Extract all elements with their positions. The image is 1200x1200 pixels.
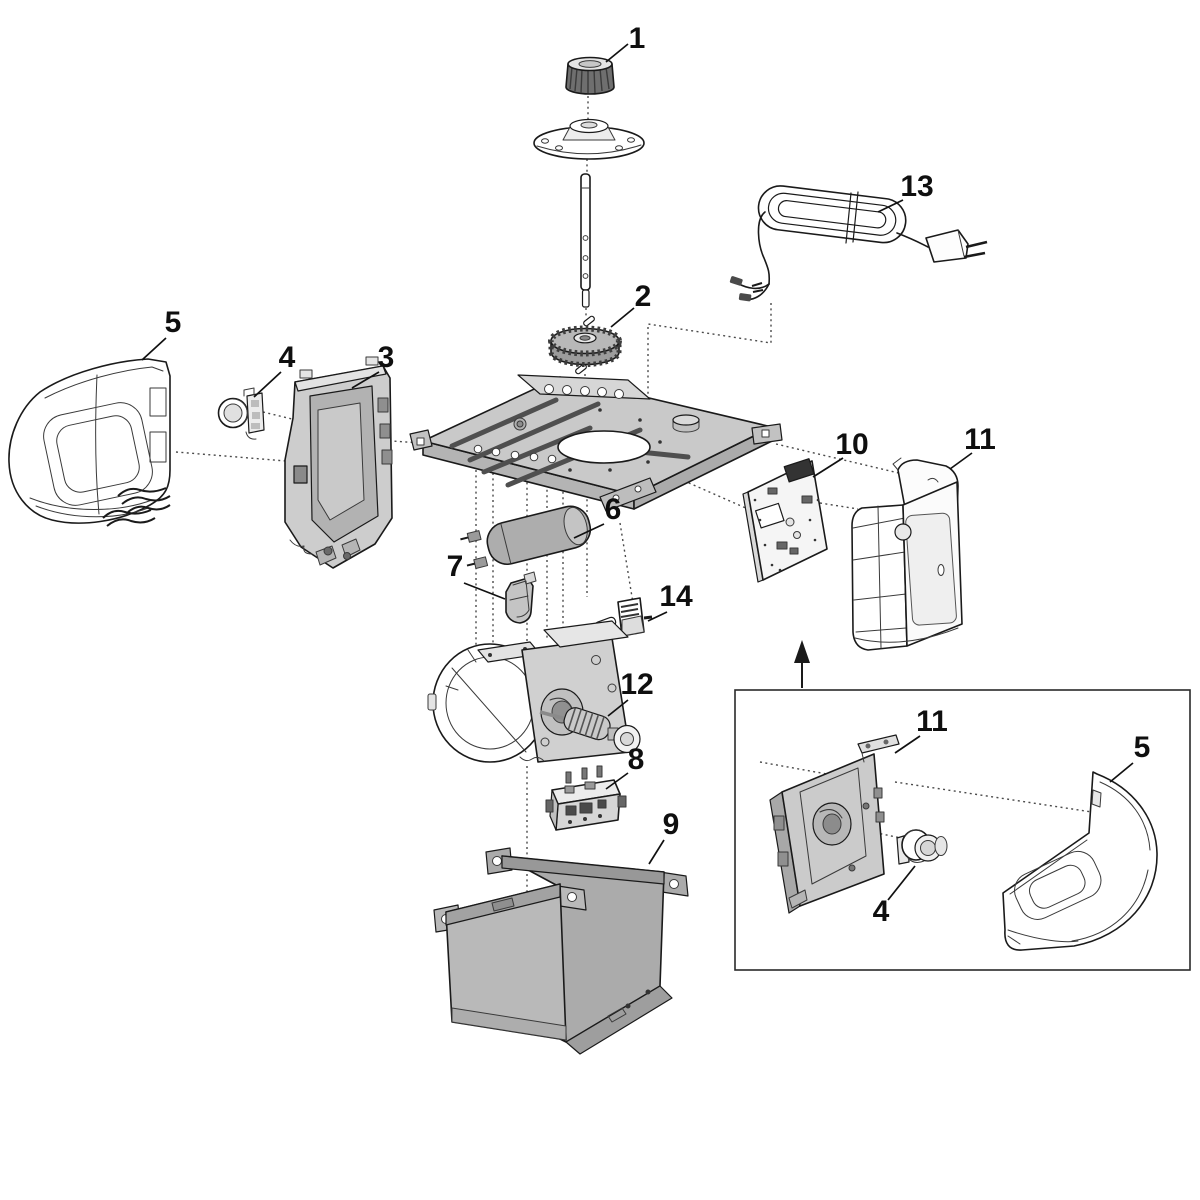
part-10-circuit-board <box>742 458 828 583</box>
callout-9: 9 <box>663 808 680 841</box>
callout-10: 10 <box>835 428 868 461</box>
leader-2 <box>610 307 635 328</box>
spring-clips <box>102 487 171 527</box>
assembly-line <box>775 443 904 475</box>
assembly-line <box>647 303 772 408</box>
inset-part-5-housing <box>1002 771 1158 951</box>
leader-5 <box>141 337 167 361</box>
callout-5: 5 <box>165 306 182 339</box>
part-9-chute <box>433 847 689 1055</box>
assembly-line <box>819 502 859 510</box>
leader-8 <box>605 772 629 790</box>
pcb-pads <box>753 498 820 572</box>
shaft-pin-upper <box>583 315 595 327</box>
callout-12: 12 <box>620 668 653 701</box>
leader-6 <box>573 523 605 539</box>
part-12-motor <box>427 620 641 763</box>
callout-6: 6 <box>605 493 622 526</box>
leader-inset-5 <box>1109 762 1134 783</box>
leader-inset-4 <box>887 865 916 901</box>
leader-1 <box>605 43 629 63</box>
callout-13: 13 <box>900 170 933 203</box>
inset-detail-box <box>734 689 1191 971</box>
callout-4: 4 <box>279 341 296 374</box>
drive-shaft <box>580 173 591 308</box>
part-6-capacitor <box>460 505 592 569</box>
knob-ribs <box>569 66 610 94</box>
part-3-side-bracket <box>284 356 393 569</box>
leader-10 <box>812 457 844 478</box>
callout-14: 14 <box>659 580 693 613</box>
callout-2: 2 <box>635 280 652 313</box>
leader-inset-11 <box>894 735 921 754</box>
leader-4 <box>253 371 282 398</box>
callout-inset-4: 4 <box>873 895 890 928</box>
callout-inset-11: 11 <box>916 705 948 738</box>
assembly-line <box>663 471 749 510</box>
callout-7: 7 <box>447 550 464 583</box>
drive-flange <box>533 118 645 160</box>
callout-inset-5: 5 <box>1134 731 1151 764</box>
inset-reference-arrow <box>794 640 810 688</box>
leader-14 <box>647 611 668 622</box>
inset-part-4-socket <box>896 829 948 865</box>
plate-rivets <box>568 408 662 472</box>
leader-9 <box>648 839 665 865</box>
part-11-cover-right <box>851 457 963 651</box>
leader-12 <box>607 699 629 717</box>
callout-11: 11 <box>964 423 996 456</box>
callout-8: 8 <box>628 743 645 776</box>
part-7-clip <box>505 571 537 624</box>
callout-3: 3 <box>378 341 395 374</box>
callout-1: 1 <box>629 22 646 55</box>
part-13-power-cord <box>729 185 988 302</box>
leader-3 <box>351 371 380 389</box>
callout-numbers: 1 2 13 5 4 3 10 11 6 7 14 12 8 9 11 5 4 <box>165 22 1151 928</box>
part-4-lamp-socket <box>217 387 265 440</box>
mounting-plate <box>409 374 783 512</box>
callout-leader-lines <box>141 43 1134 901</box>
assembly-line <box>175 451 287 462</box>
part-1-knob <box>565 56 615 95</box>
part-2-gear <box>548 325 622 367</box>
part-5-housing-left <box>8 358 171 527</box>
part-8-switch-block <box>545 765 627 831</box>
leader-7 <box>463 582 506 600</box>
leader-11 <box>949 452 973 470</box>
leader-13 <box>877 199 904 213</box>
inset-part-11-bracket <box>769 734 900 914</box>
